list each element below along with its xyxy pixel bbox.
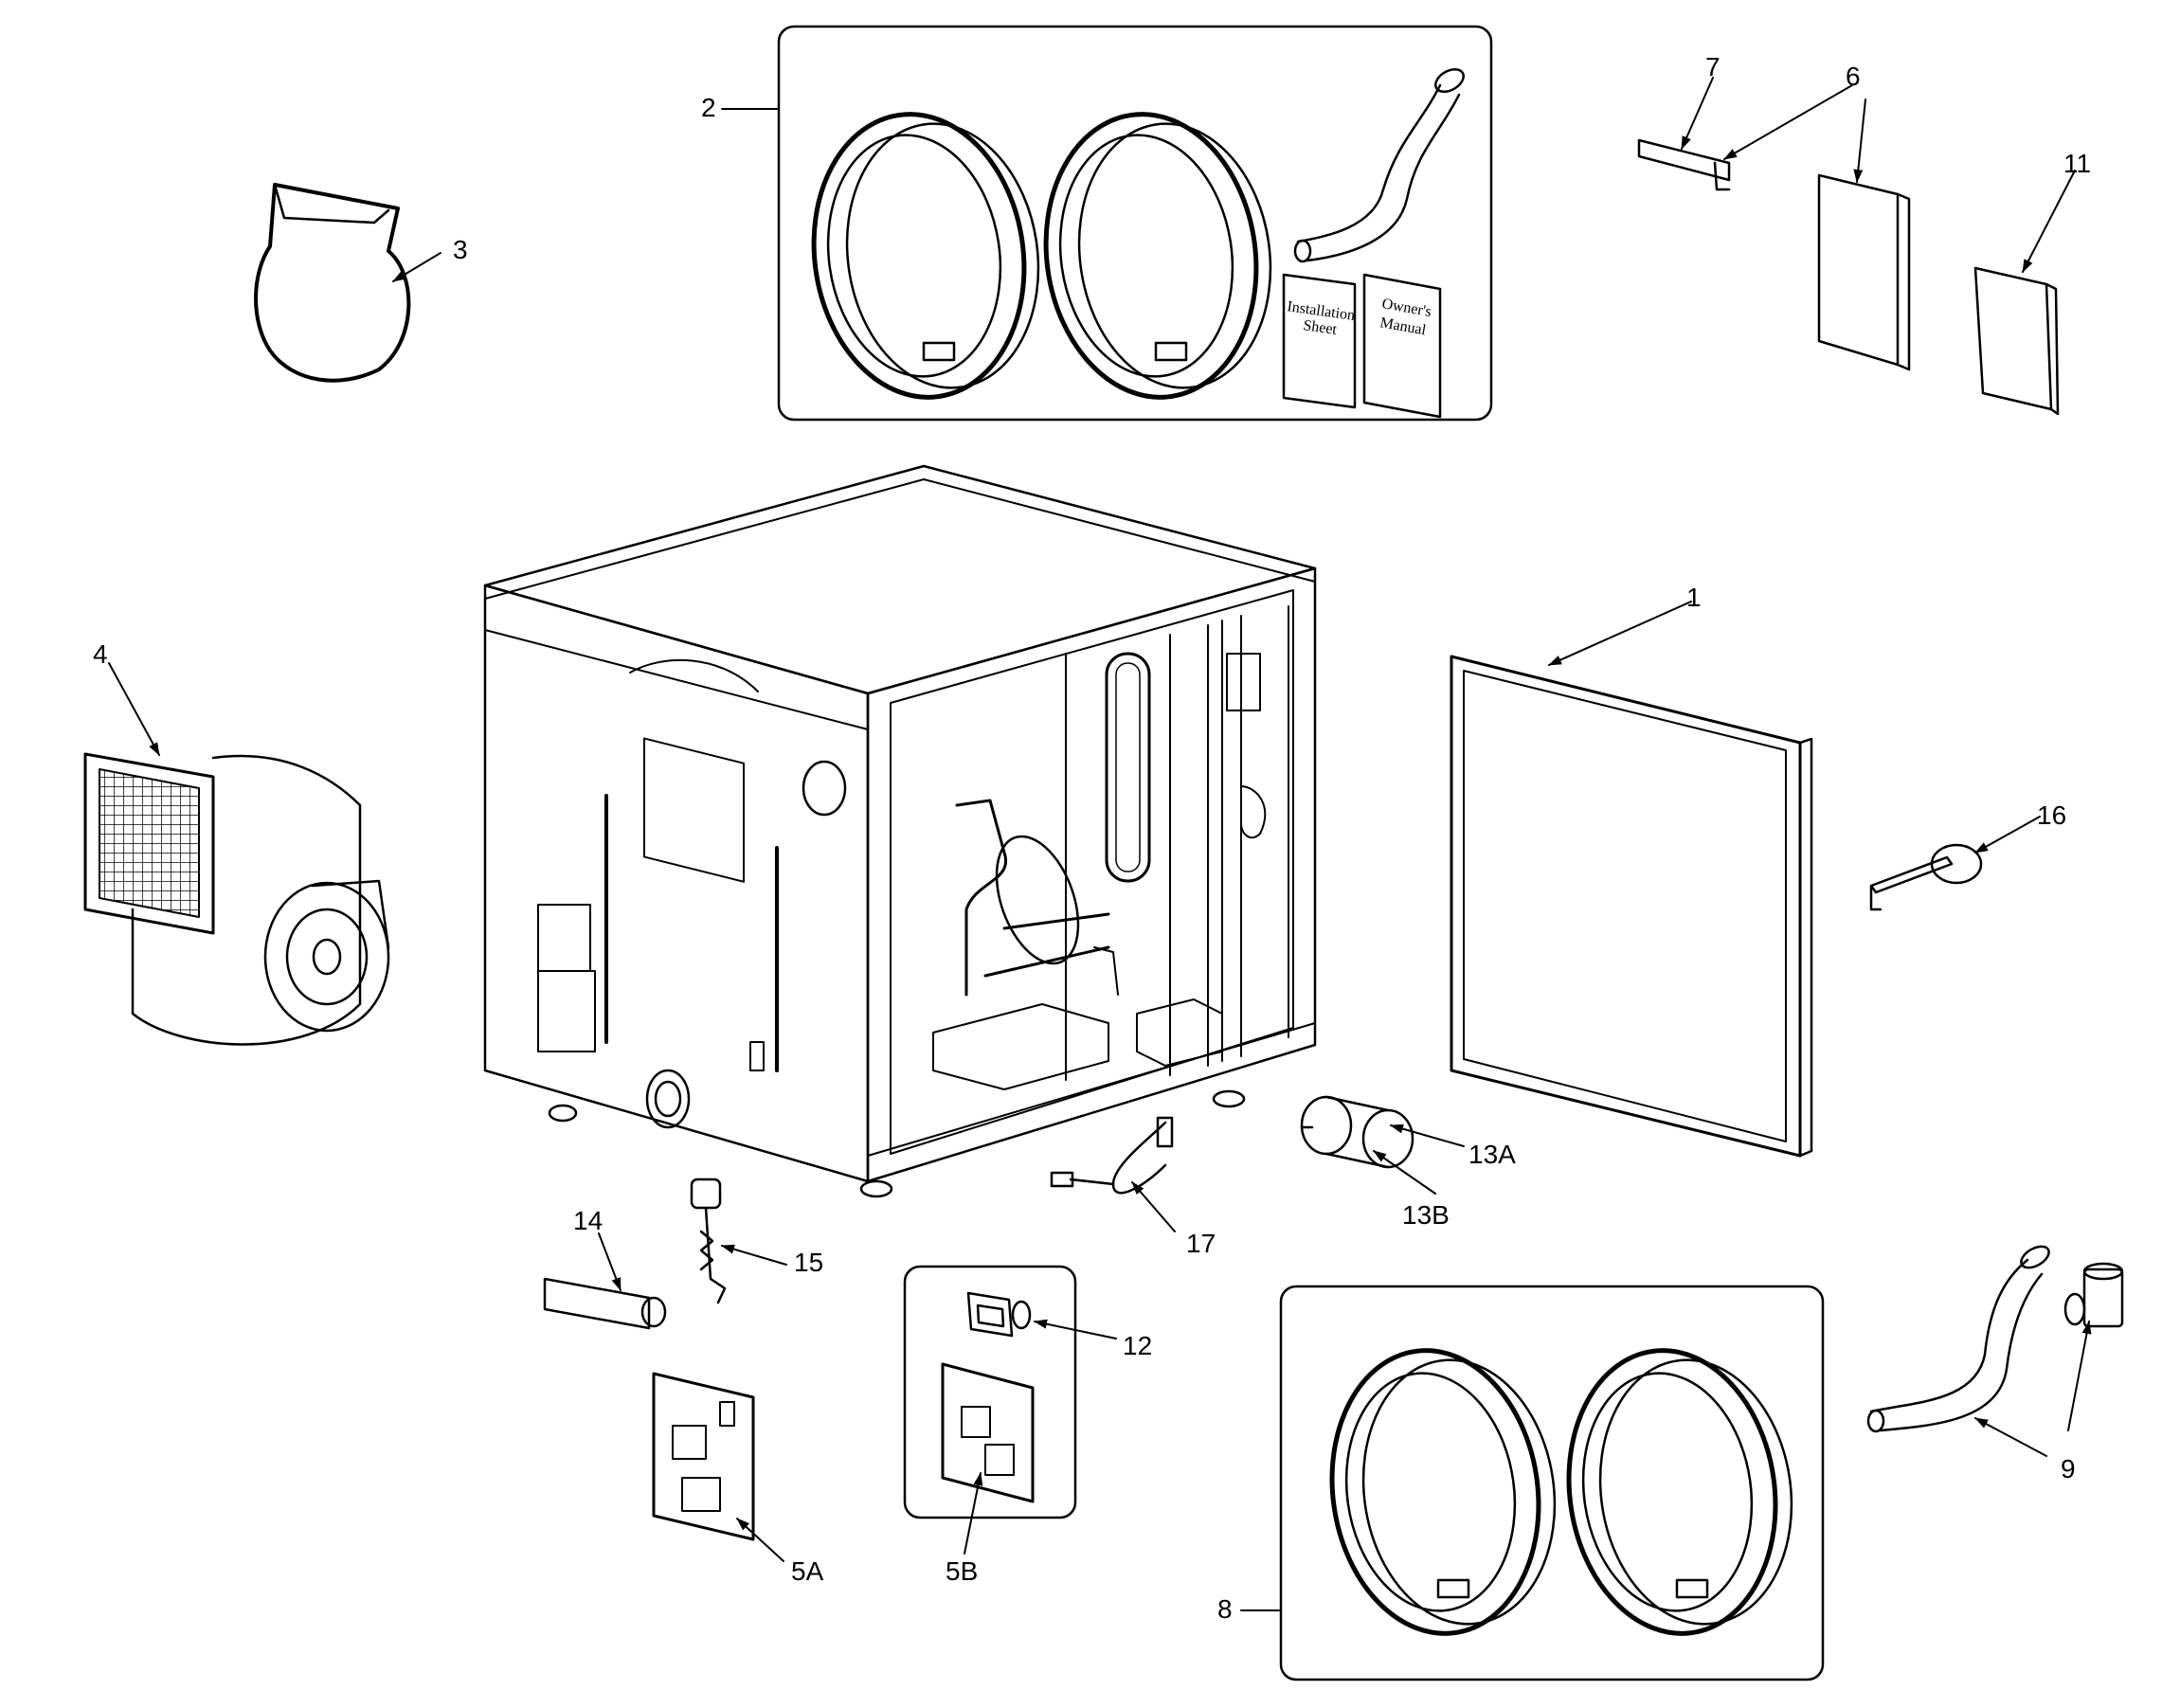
foot-front	[859, 1179, 893, 1198]
control-board-5a	[652, 1372, 755, 1541]
side-port	[802, 760, 847, 817]
dehumidifier-cabinet	[483, 464, 1317, 1198]
foot-right	[1212, 1089, 1246, 1108]
callout-6: 6	[1846, 62, 1861, 91]
callout-3: 3	[453, 235, 468, 264]
drain-hose-2	[1293, 67, 1465, 263]
blower-assembly-4	[83, 752, 390, 1046]
blower-motor	[263, 881, 390, 1033]
callout-13a: 13A	[1468, 1140, 1516, 1169]
callout-5a: 5A	[791, 1556, 824, 1586]
control-board-5b	[941, 1362, 1035, 1503]
duct-collar-ring-left	[811, 112, 1040, 400]
kit-5b-group	[903, 1265, 1077, 1519]
kit-2-box	[777, 25, 1493, 422]
callout-14: 14	[573, 1206, 603, 1235]
warning-label	[537, 904, 591, 972]
rocker-switch-12	[966, 1291, 1032, 1338]
callout-11: 11	[2063, 149, 2091, 178]
capacitor-13	[1300, 1095, 1414, 1169]
callout-1: 1	[1686, 583, 1702, 612]
owners-manual-doc	[1362, 273, 1442, 419]
drain-hose-9	[1866, 1245, 2050, 1433]
duct-collar-ring-8-right	[1566, 1348, 1793, 1636]
kit-5b-box	[903, 1265, 1077, 1519]
callout-15: 15	[794, 1248, 823, 1277]
callout-16: 16	[2037, 800, 2066, 830]
cover-plate-11	[1973, 266, 2060, 416]
kit-8-group	[1279, 1285, 1825, 1681]
callout-7: 7	[1705, 52, 1721, 81]
foot-left	[548, 1104, 578, 1123]
refrigerant-tubing	[955, 799, 1008, 997]
callout-5b: 5B	[946, 1556, 978, 1586]
kit-8-box	[1279, 1285, 1825, 1681]
drain-port	[645, 1069, 691, 1129]
kit-2-group	[777, 25, 1493, 422]
duct-collar-ring-8-left	[1329, 1348, 1557, 1636]
duct-collar-ring-right	[1043, 112, 1272, 400]
elbow-fitting-9	[2063, 1262, 2124, 1328]
sensor-15	[690, 1178, 727, 1304]
wire-harness-17	[1050, 1116, 1174, 1195]
thermostat-switch-16	[1869, 843, 1983, 911]
installation-sheet-line2: Sheet	[1302, 317, 1338, 338]
callout-labels: 1 2 3 4 5A 5B 6 7 8 9 11 12 13A 13B 14 1…	[93, 52, 2091, 1624]
side-window	[643, 737, 745, 883]
air-filter-1	[1450, 655, 1813, 1158]
callout-2: 2	[701, 93, 716, 122]
cabinet-top	[483, 464, 1317, 695]
callout-13b: 13B	[1402, 1200, 1450, 1230]
cabinet-left-side	[483, 584, 870, 1183]
cabinet-front-frame	[866, 566, 1317, 1183]
terminal-strip-14	[543, 1277, 667, 1330]
document-labels: Installation Sheet Owner's Manual	[1286, 296, 1432, 338]
info-label	[537, 970, 596, 1052]
callout-12: 12	[1123, 1331, 1152, 1360]
leader-lines	[108, 77, 2092, 1611]
callout-4: 4	[93, 639, 108, 669]
callout-9: 9	[2061, 1454, 2076, 1483]
callout-17: 17	[1186, 1229, 1216, 1258]
cover-plate-6	[1817, 173, 1911, 371]
blower-gasket-3	[254, 183, 411, 383]
evaporator-coil	[1105, 652, 1151, 883]
blower-grille-plate	[83, 752, 215, 935]
bracket-7	[1637, 138, 1731, 191]
installation-sheet-doc	[1282, 273, 1357, 409]
callout-8: 8	[1217, 1594, 1233, 1624]
filter-drier	[995, 835, 1080, 965]
